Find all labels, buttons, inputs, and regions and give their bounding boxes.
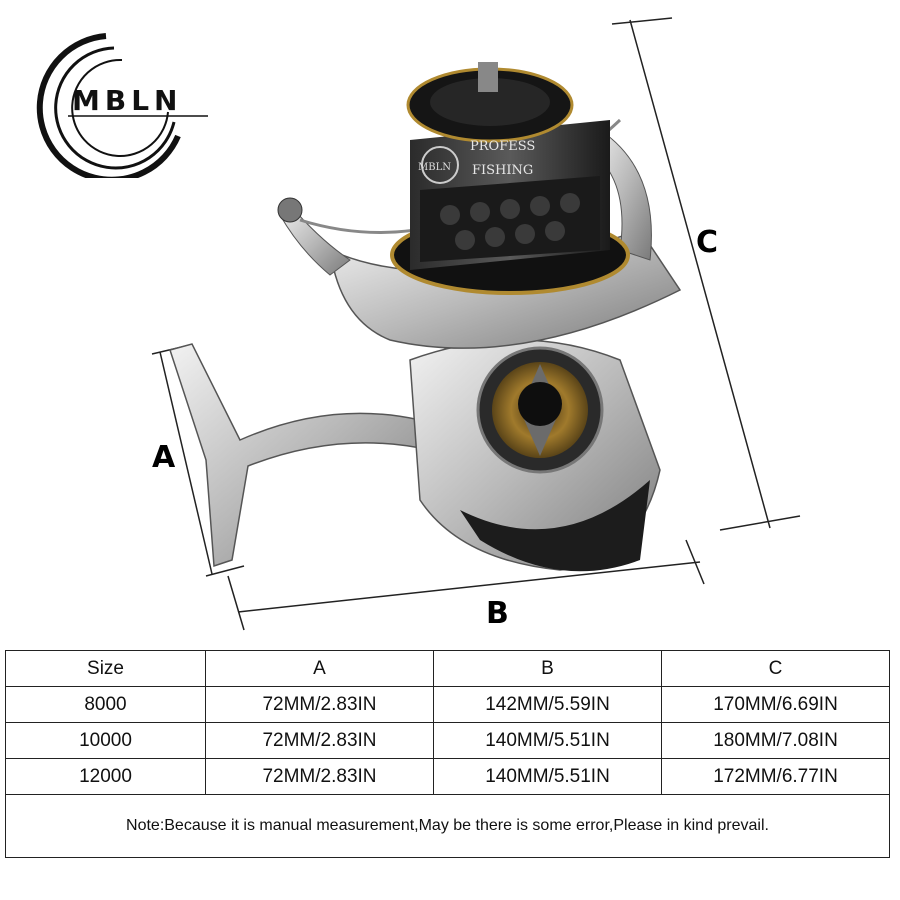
logo-text: MBLN [72, 84, 183, 117]
cell-b: 140MM/5.51IN [433, 722, 662, 759]
table-row: 8000 72MM/2.83IN 142MM/5.59IN 170MM/6.69… [5, 686, 890, 723]
dimension-b-label: B [486, 596, 509, 631]
header-size: Size [5, 650, 206, 687]
spool-print-bottom: FISHING [472, 163, 533, 178]
cell-b: 142MM/5.59IN [433, 686, 662, 723]
cell-size: 12000 [5, 758, 206, 795]
measurement-note: Note:Because it is manual measurement,Ma… [5, 794, 890, 858]
table-note-row: Note:Because it is manual measurement,Ma… [5, 794, 890, 858]
cell-size: 10000 [5, 722, 206, 759]
cell-size: 8000 [5, 686, 206, 723]
dimension-c-label: C [696, 225, 719, 260]
header-c: C [661, 650, 890, 687]
cell-c: 170MM/6.69IN [661, 686, 890, 723]
brand-logo [28, 18, 218, 183]
dimension-lines [151, 17, 801, 631]
cell-c: 172MM/6.77IN [661, 758, 890, 795]
cell-a: 72MM/2.83IN [205, 758, 434, 795]
dimension-a-label: A [152, 440, 176, 475]
cell-b: 140MM/5.51IN [433, 758, 662, 795]
table-row: 12000 72MM/2.83IN 140MM/5.51IN 172MM/6.7… [5, 758, 890, 795]
header-a: A [205, 650, 434, 687]
table-header-row: Size A B C [5, 650, 890, 687]
size-spec-table: Size A B C 8000 72MM/2.83IN 142MM/5.59IN… [5, 650, 890, 858]
spool-brand-text: MBLN [418, 162, 451, 173]
cell-c: 180MM/7.08IN [661, 722, 890, 759]
header-b: B [433, 650, 662, 687]
spool-print-top: PROFESS [470, 139, 535, 154]
fishing-reel-image: MBLN PROFESS FISHING [151, 17, 801, 631]
logo-arcs-icon [36, 33, 208, 183]
table-row: 10000 72MM/2.83IN 140MM/5.51IN 180MM/7.0… [5, 722, 890, 759]
cell-a: 72MM/2.83IN [205, 686, 434, 723]
cell-a: 72MM/2.83IN [205, 722, 434, 759]
